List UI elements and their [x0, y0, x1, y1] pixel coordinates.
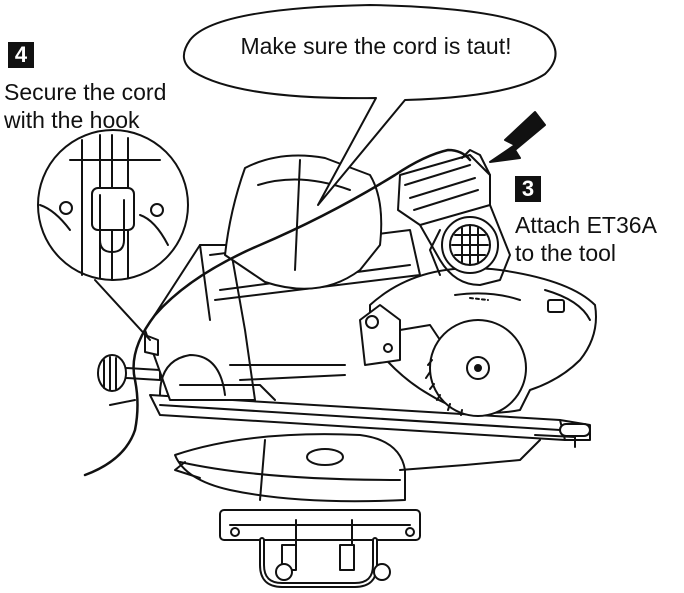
dust-bag	[224, 154, 383, 290]
saw-base	[174, 433, 541, 503]
speech-bubble	[183, 4, 557, 206]
hook-detail-magnifier	[37, 129, 189, 341]
step-3-badge: 3	[515, 176, 541, 202]
dust-extractor-attachment	[397, 149, 511, 286]
left-knob	[97, 354, 161, 392]
front-handle-bracket	[219, 509, 421, 588]
step-3-line-2: to the tool	[515, 240, 617, 266]
step-4-line-1: Secure the cord	[4, 79, 167, 105]
step-4-line-2: with the hook	[4, 107, 140, 133]
saw-blade	[425, 319, 527, 417]
cord-hook	[144, 334, 159, 356]
step-3-line-1: Attach ET36A	[515, 212, 657, 238]
step-4-badge: 4	[8, 42, 34, 68]
slide-rails	[149, 394, 591, 448]
power-cord	[83, 148, 472, 477]
arrow-icon	[489, 111, 546, 163]
speech-bubble-text: Make sure the cord is taut!	[240, 33, 512, 59]
